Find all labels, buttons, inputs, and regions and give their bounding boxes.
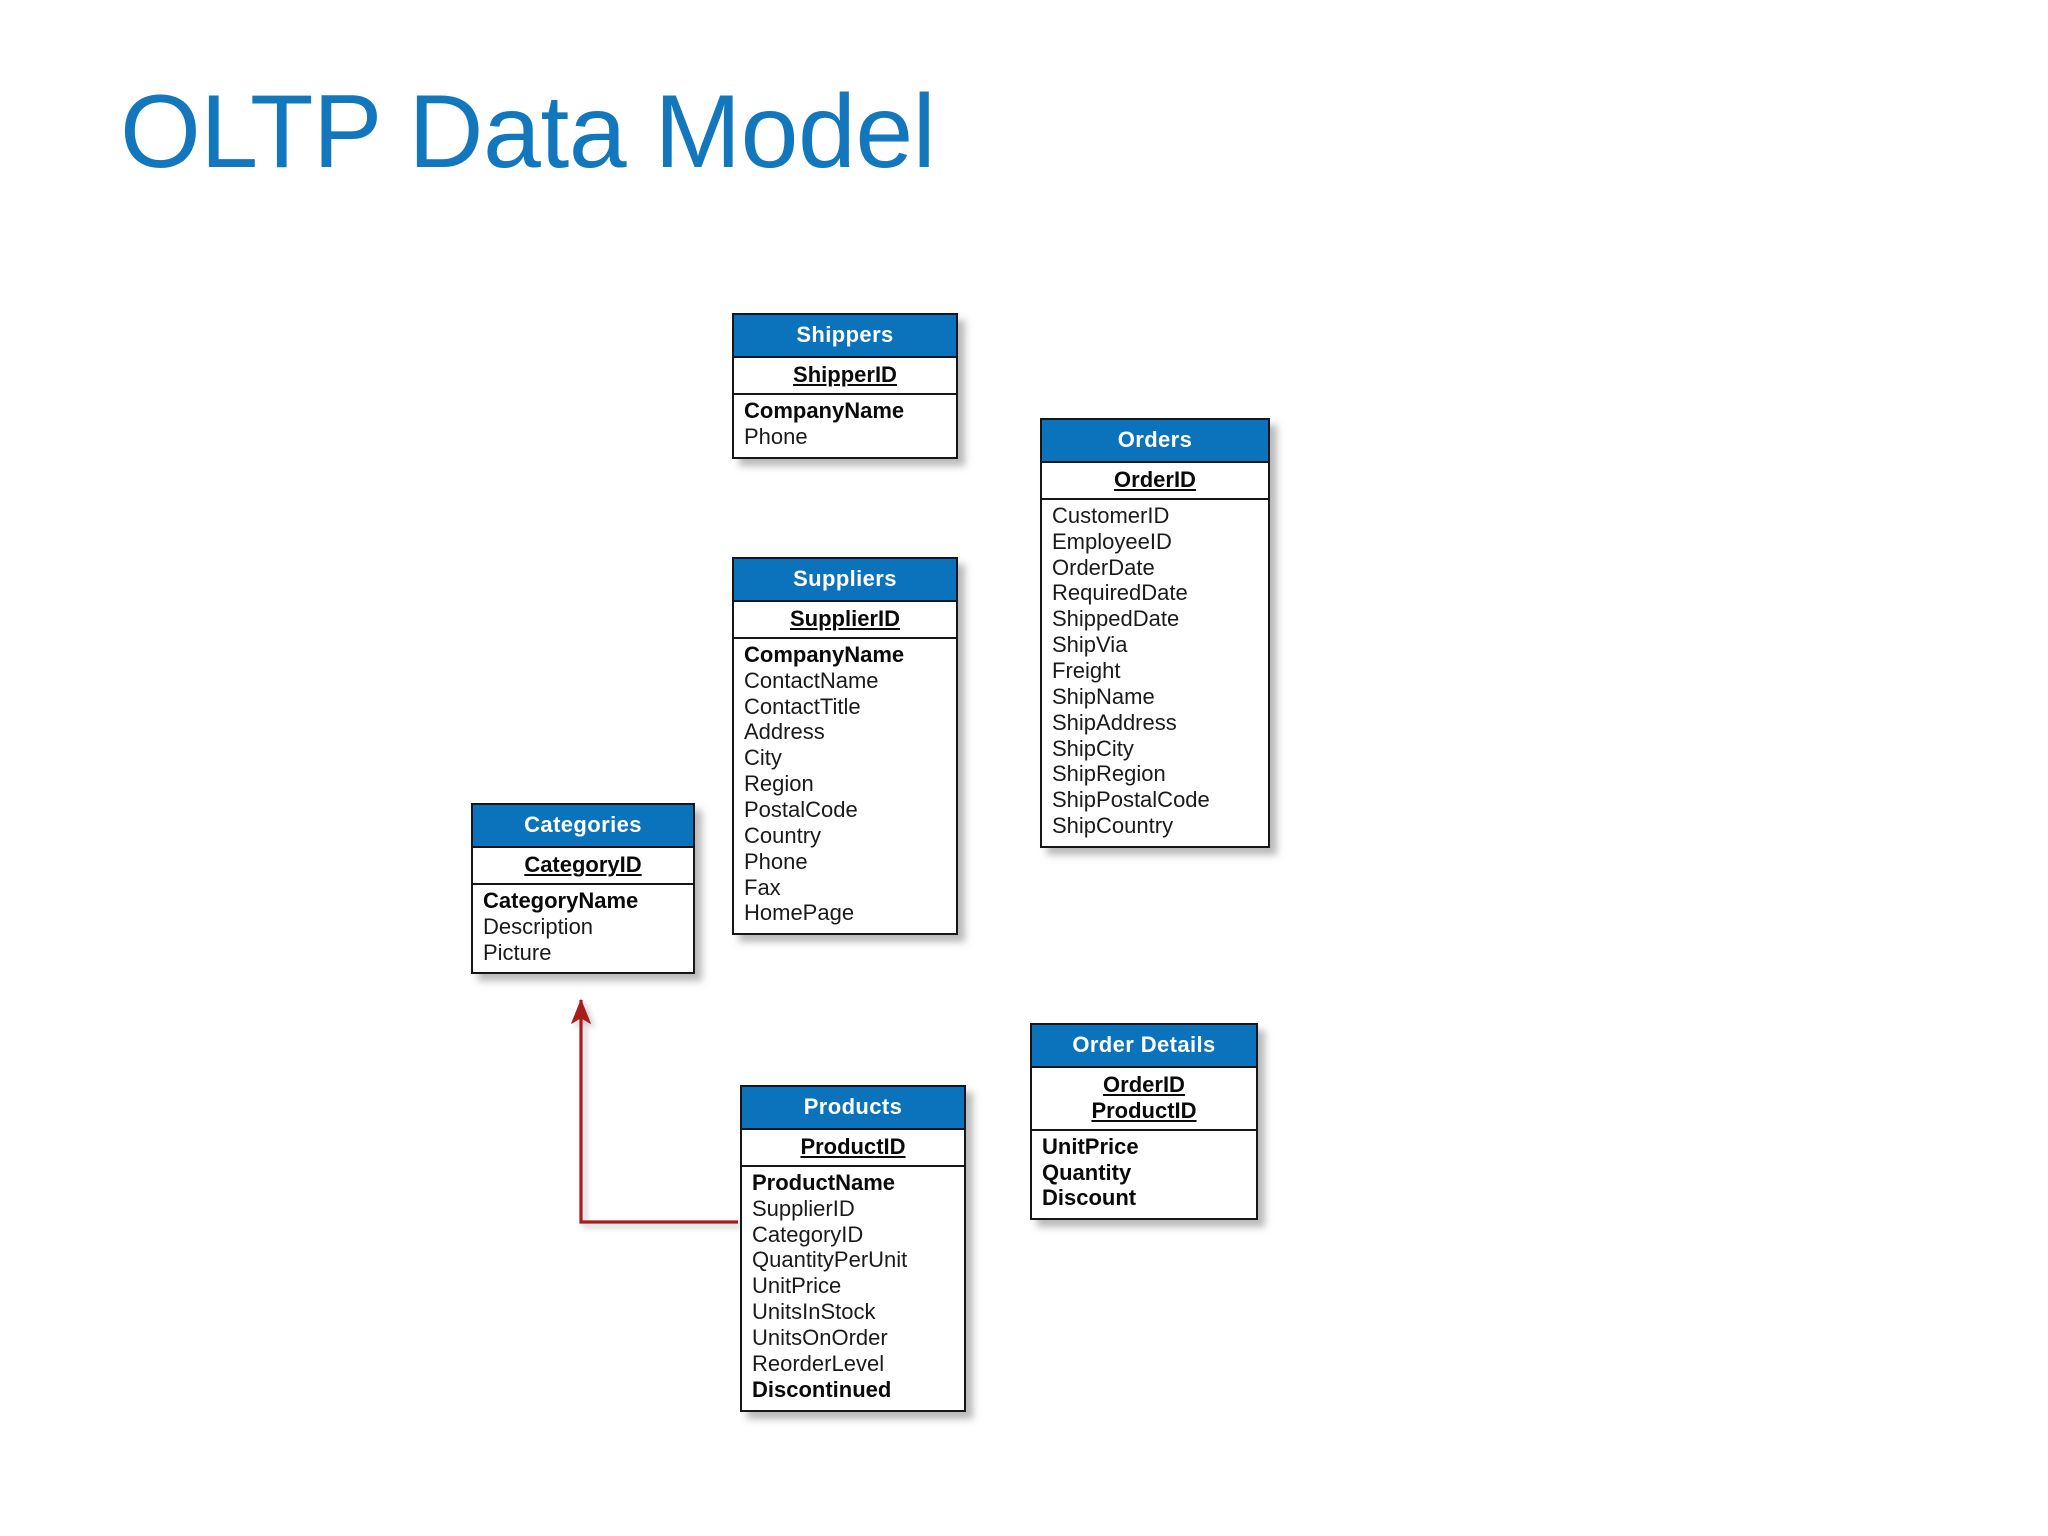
field-row: CompanyName	[744, 397, 905, 423]
entity-keys-categories: CategoryID	[473, 848, 693, 885]
primary-key-field: CategoryID	[524, 852, 642, 878]
field-row: SupplierID	[752, 1195, 855, 1221]
entity-fields-categories: CategoryName Description Picture	[473, 885, 693, 973]
field-row: OrderDate	[1052, 554, 1155, 580]
primary-key-field: ShipperID	[793, 362, 897, 388]
primary-key-field: OrderID	[1114, 467, 1196, 493]
entity-fields-orders: CustomerID EmployeeID OrderDate Required…	[1042, 500, 1268, 846]
entity-products[interactable]: Products ProductID ProductName SupplierI…	[740, 1085, 966, 1412]
primary-key-field: SupplierID	[789, 606, 900, 632]
field-row: Freight	[1052, 657, 1121, 683]
field-row: ShipVia	[1052, 632, 1128, 658]
field-row: Discount	[1042, 1185, 1137, 1211]
primary-key-field: OrderID	[1103, 1072, 1185, 1098]
entity-fields-order-details: UnitPrice Quantity Discount	[1032, 1131, 1256, 1219]
field-row: QuantityPerUnit	[752, 1247, 908, 1273]
entity-title-orders: Orders	[1042, 420, 1268, 464]
field-row: EmployeeID	[1052, 528, 1172, 554]
field-row: CategoryName	[483, 887, 639, 913]
field-row: ShipName	[1052, 683, 1155, 709]
entity-categories[interactable]: Categories CategoryID CategoryName Descr…	[471, 803, 695, 975]
field-row: Description	[483, 913, 594, 939]
field-row: HomePage	[744, 900, 855, 926]
entity-keys-order-details: OrderID ProductID	[1032, 1068, 1256, 1131]
field-row: Phone	[744, 423, 808, 449]
entity-title-products: Products	[742, 1087, 964, 1131]
field-row: ContactTitle	[744, 693, 861, 719]
entity-shippers[interactable]: Shippers ShipperID CompanyName Phone	[732, 313, 958, 459]
field-row: Region	[744, 771, 814, 797]
entity-orders[interactable]: Orders OrderID CustomerID EmployeeID Ord…	[1040, 418, 1270, 848]
field-row: Country	[744, 822, 822, 848]
field-row: Picture	[483, 939, 552, 965]
entity-fields-suppliers: CompanyName ContactName ContactTitle Add…	[734, 639, 956, 933]
field-row: ProductName	[752, 1169, 896, 1195]
field-row: CompanyName	[744, 641, 905, 667]
field-row: UnitPrice	[1042, 1133, 1139, 1159]
field-row: Phone	[744, 848, 808, 874]
field-row: ContactName	[744, 667, 879, 693]
entity-title-order-details: Order Details	[1032, 1025, 1256, 1069]
entity-title-shippers: Shippers	[734, 315, 956, 359]
field-row: Quantity	[1042, 1159, 1132, 1185]
field-row: ShipAddress	[1052, 709, 1177, 735]
primary-key-field: ProductID	[800, 1134, 906, 1160]
field-row: UnitsInStock	[752, 1299, 876, 1325]
entity-keys-suppliers: SupplierID	[734, 602, 956, 639]
field-row: ShippedDate	[1052, 606, 1180, 632]
field-row: Discontinued	[752, 1376, 892, 1402]
field-row: ShipPostalCode	[1052, 787, 1210, 813]
page-title: OLTP Data Model	[120, 74, 936, 190]
field-row: PostalCode	[744, 796, 858, 822]
primary-key-field: ProductID	[1091, 1097, 1197, 1123]
field-row: UnitPrice	[752, 1273, 842, 1299]
entity-title-categories: Categories	[473, 805, 693, 849]
field-row: CustomerID	[1052, 502, 1170, 528]
field-row: UnitsOnOrder	[752, 1324, 888, 1350]
field-row: CategoryID	[752, 1221, 864, 1247]
entity-fields-shippers: CompanyName Phone	[734, 395, 956, 457]
field-row: City	[744, 745, 782, 771]
field-row: ShipCountry	[1052, 813, 1174, 839]
entity-keys-shippers: ShipperID	[734, 358, 956, 395]
entity-order-details[interactable]: Order Details OrderID ProductID UnitPric…	[1030, 1023, 1258, 1221]
field-row: ShipCity	[1052, 735, 1134, 761]
field-row: RequiredDate	[1052, 580, 1188, 606]
entity-keys-products: ProductID	[742, 1130, 964, 1167]
entity-title-suppliers: Suppliers	[734, 559, 956, 603]
entity-keys-orders: OrderID	[1042, 463, 1268, 500]
field-row: ShipRegion	[1052, 761, 1166, 787]
entity-fields-products: ProductName SupplierID CategoryID Quanti…	[742, 1167, 964, 1410]
field-row: Fax	[744, 874, 781, 900]
field-row: Address	[744, 719, 825, 745]
relationship-products-to-categories	[570, 998, 738, 1224]
entity-suppliers[interactable]: Suppliers SupplierID CompanyName Contact…	[732, 557, 958, 936]
field-row: ReorderLevel	[752, 1350, 885, 1376]
